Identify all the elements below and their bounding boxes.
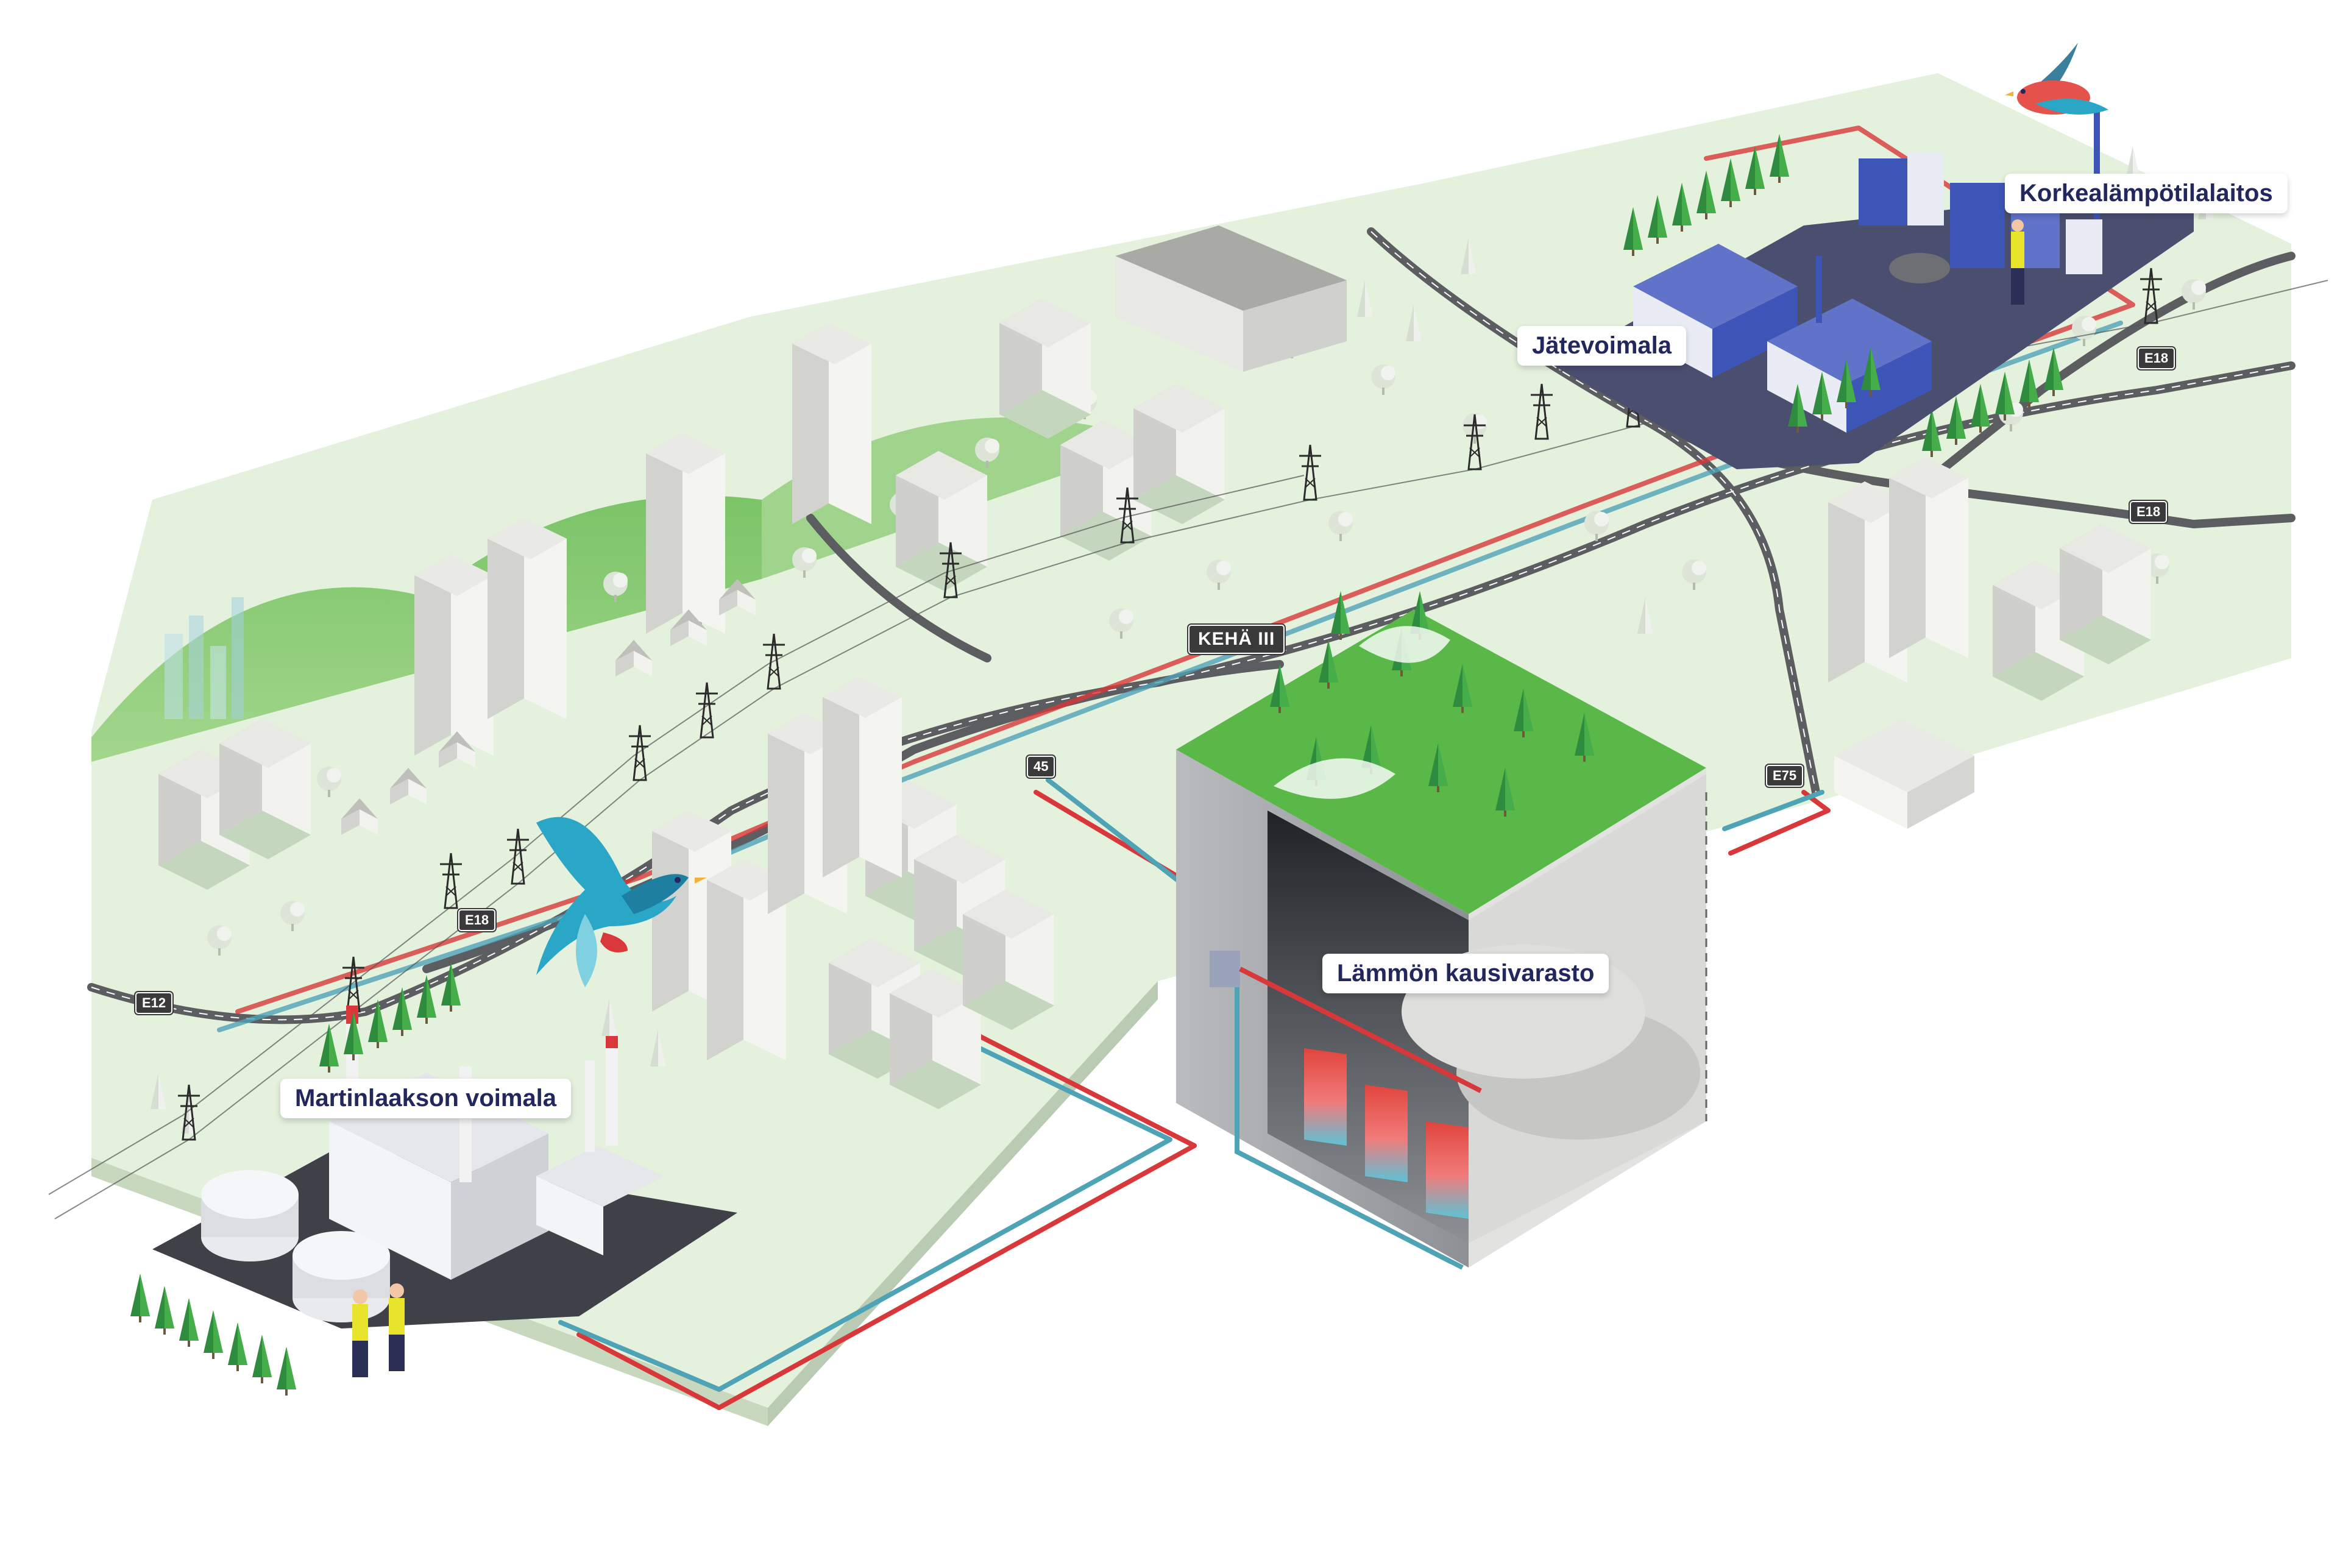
road-sign-e75: E75 [1766, 765, 1804, 787]
road-sign-e12: E12 [135, 992, 173, 1014]
label-martinlaakso: Martinlaakson voimala [280, 1079, 572, 1118]
road-sign-e18-north: E18 [2138, 347, 2175, 369]
label-lammon-kausivarasto: Lämmön kausivarasto [1322, 954, 1609, 993]
heat-tank-3 [1426, 1121, 1469, 1219]
storage-tank-icon [201, 1170, 299, 1261]
warehouse [1115, 225, 1347, 372]
road-sign-keha-iii: KEHÄ III [1188, 625, 1285, 654]
heat-tank-1 [1304, 1048, 1347, 1146]
cold-pipe-loop [558, 991, 1172, 1392]
label-jatevoimala: Jätevoimala [1517, 326, 1687, 366]
steam [1274, 626, 1450, 799]
skyline [165, 597, 244, 719]
road-sign-e18-east: E18 [2130, 501, 2168, 523]
shop [1834, 719, 1974, 829]
road-sign-45: 45 [1027, 756, 1055, 778]
worker-icon [352, 1283, 405, 1377]
label-korkealampotilalaitos: Korkealämpötilalaitos [2005, 174, 2288, 213]
lammon-kausivarasto [1176, 609, 1707, 1270]
cold-pipe-e75 [1722, 790, 1824, 831]
road-center-lines [91, 231, 2292, 1021]
road-sign-e18-west: E18 [458, 909, 496, 931]
hot-pipe-loop [576, 985, 1197, 1410]
worker-icon-plant [2011, 219, 2024, 305]
bird-blue-icon [536, 817, 707, 987]
bird-red-icon [2005, 43, 2108, 115]
heat-tank-2 [1365, 1085, 1408, 1182]
